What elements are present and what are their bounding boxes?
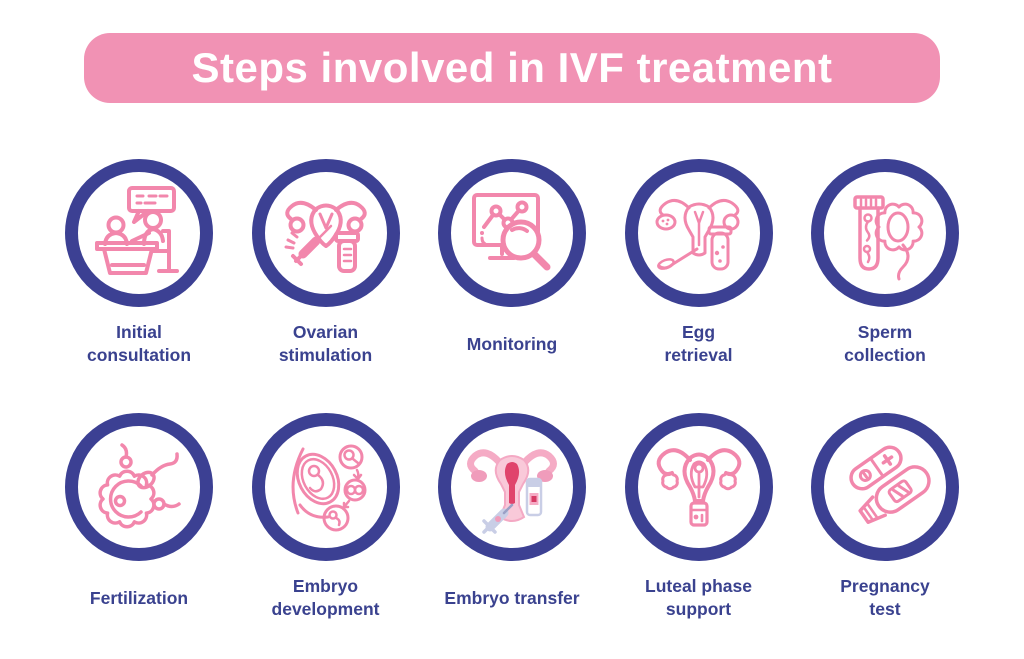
- fertilization-icon: [98, 443, 181, 529]
- page-title: Steps involved in IVF treatment: [191, 44, 833, 91]
- steps-row-1: Initial consultation Ovarian stimulation: [0, 159, 1024, 367]
- step-circle: [811, 159, 959, 307]
- title-banner: Steps involved in IVF treatment: [84, 33, 940, 103]
- embryo-transfer-icon: [467, 449, 557, 534]
- step-label: Pregnancy test: [840, 576, 930, 619]
- egg-retrieval-icon: [655, 198, 739, 271]
- monitoring-icon: [472, 193, 551, 271]
- step-embryo-transfer: Embryo transfer: [429, 413, 595, 621]
- step-circle: [624, 413, 773, 561]
- step-label: Fertilization: [89, 587, 189, 608]
- luteal-phase-support-icon: [656, 448, 741, 527]
- step-circle: [65, 413, 213, 561]
- step-label: Sperm collection: [844, 322, 926, 365]
- step-circle: [65, 159, 213, 307]
- ovarian-stimulation-icon: [284, 200, 367, 273]
- step-circle: [811, 413, 959, 561]
- step-label: Embryo development: [271, 576, 380, 619]
- step-ovarian-stimulation: Ovarian stimulation: [243, 159, 409, 367]
- embryo-development-icon: [291, 444, 366, 532]
- step-pregnancy-test: Pregnancy test: [802, 413, 968, 621]
- step-circle: [438, 413, 586, 561]
- step-luteal-phase-support: Luteal phase support: [616, 413, 782, 621]
- step-circle: [624, 159, 773, 307]
- step-label: Initial consultation: [86, 322, 192, 365]
- step-circle: [251, 413, 400, 561]
- step-circle: [438, 159, 586, 307]
- step-monitoring: Monitoring: [429, 159, 595, 367]
- consultation-icon: [95, 186, 179, 275]
- step-embryo-development: Embryo development: [243, 413, 409, 621]
- step-label: Luteal phase support: [645, 576, 752, 619]
- step-label: Ovarian stimulation: [278, 322, 373, 365]
- steps-row-2: Fertilization: [0, 413, 1024, 621]
- sperm-collection-icon: [853, 195, 924, 281]
- pregnancy-test-icon: [849, 445, 931, 524]
- step-label: Monitoring: [466, 333, 558, 354]
- step-egg-retrieval: Egg retrieval: [616, 159, 782, 367]
- step-circle: [251, 159, 400, 307]
- step-label: Embryo transfer: [444, 587, 580, 608]
- step-fertilization: Fertilization: [56, 413, 222, 621]
- step-sperm-collection: Sperm collection: [802, 159, 968, 367]
- step-label: Egg retrieval: [664, 322, 733, 365]
- step-initial-consultation: Initial consultation: [56, 159, 222, 367]
